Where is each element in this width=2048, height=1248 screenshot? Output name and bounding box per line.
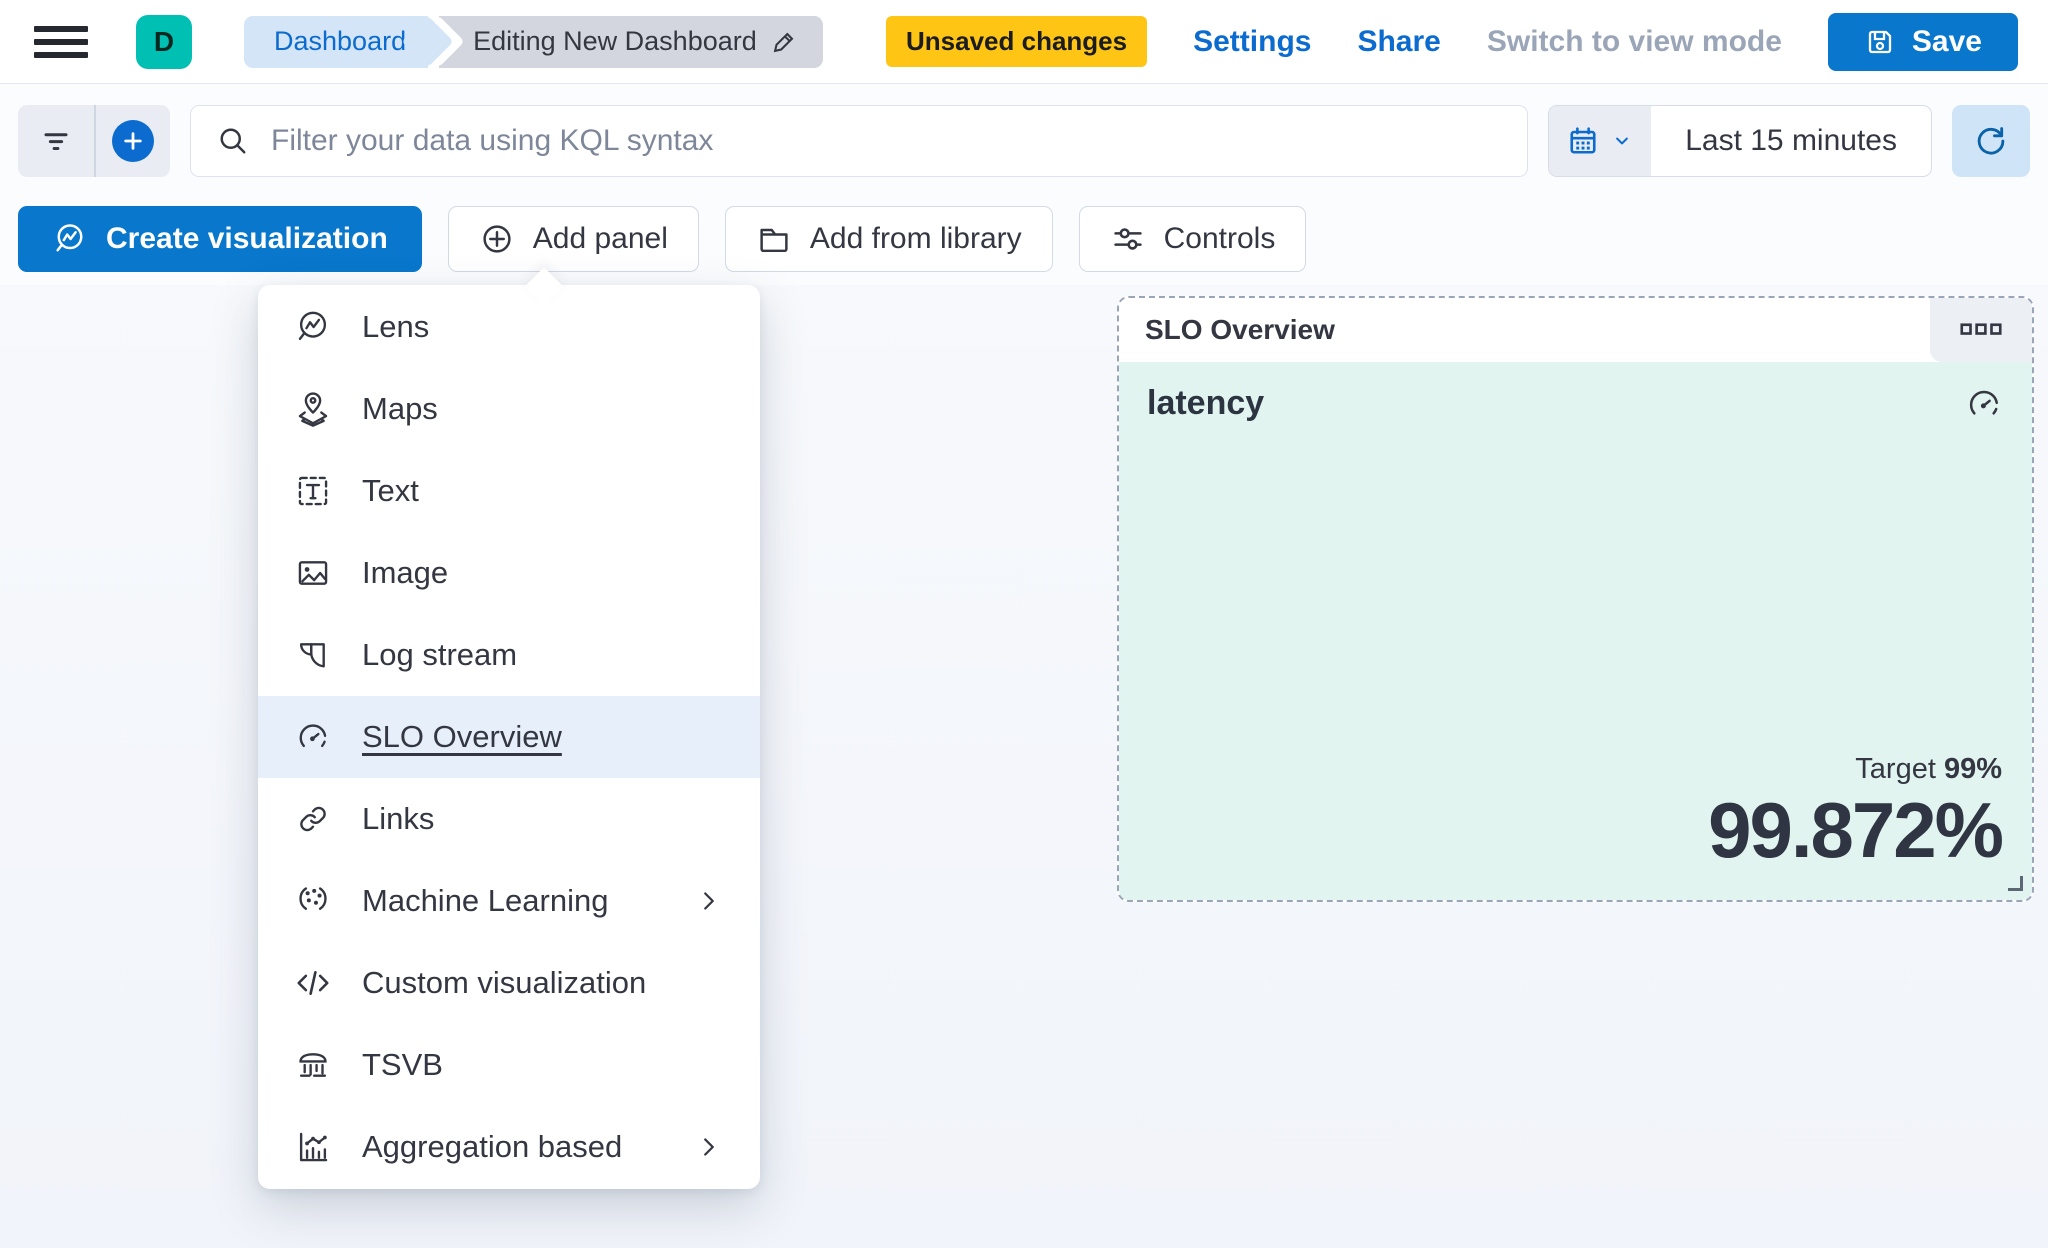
menu-item-custom-visualization[interactable]: Custom visualization — [258, 942, 760, 1024]
chevron-down-icon — [1609, 128, 1635, 154]
slo-name: latency — [1147, 384, 1265, 422]
create-visualization-button[interactable]: Create visualization — [18, 206, 422, 272]
chevron-right-icon — [694, 886, 724, 916]
slo-metric-card: latency Target 99% 99.872% — [1119, 362, 2032, 900]
menu-item-machine-learning[interactable]: Machine Learning — [258, 860, 760, 942]
filter-controls-group — [18, 105, 170, 177]
menu-item-links[interactable]: Links — [258, 778, 760, 860]
menu-item-label: Links — [362, 801, 435, 836]
menu-item-label: Lens — [362, 309, 430, 344]
log-stream-icon — [294, 636, 332, 674]
menu-item-image[interactable]: Image — [258, 532, 760, 614]
share-link[interactable]: Share — [1357, 24, 1441, 58]
menu-item-label: Custom visualization — [362, 965, 647, 1000]
add-panel-button[interactable]: Add panel — [447, 206, 699, 272]
boxes-horizontal-icon — [1960, 309, 2002, 351]
tsvb-icon — [294, 1046, 332, 1084]
lens-icon — [294, 308, 332, 346]
time-range-value[interactable]: Last 15 minutes — [1685, 124, 1897, 157]
aggregation-icon — [294, 1128, 332, 1166]
filter-bar: Last 15 minutes — [0, 84, 2048, 198]
controls-label: Controls — [1163, 222, 1276, 255]
calendar-icon — [1565, 123, 1601, 159]
slo-value: 99.872% — [1708, 785, 2004, 874]
add-panel-menu: Lens Maps Text — [258, 285, 760, 1189]
menu-item-label: SLO Overview — [362, 719, 562, 754]
slo-overview-panel[interactable]: SLO Overview latency — [1117, 296, 2034, 902]
create-visualization-label: Create visualization — [106, 222, 388, 255]
refresh-icon — [1972, 122, 2010, 160]
filter-button[interactable] — [18, 105, 94, 177]
settings-link[interactable]: Settings — [1193, 24, 1312, 58]
menu-item-label: Text — [362, 473, 419, 508]
breadcrumb-current[interactable]: Editing New Dashboard — [439, 15, 823, 68]
menu-item-text[interactable]: Text — [258, 450, 760, 532]
panel-header: SLO Overview — [1119, 298, 2032, 362]
lens-icon — [52, 221, 88, 257]
save-icon — [1864, 26, 1896, 58]
menu-item-log-stream[interactable]: Log stream — [258, 614, 760, 696]
header-actions: Unsaved changes Settings Share Switch to… — [886, 12, 2018, 71]
menu-item-slo-overview[interactable]: SLO Overview — [258, 696, 760, 778]
panel-resize-handle[interactable] — [2008, 876, 2023, 891]
menu-hamburger-icon[interactable] — [34, 22, 88, 62]
menu-item-label: Maps — [362, 391, 438, 426]
edit-toolbar: Create visualization Add panel Add from … — [0, 198, 2048, 285]
kql-search-box — [190, 105, 1529, 177]
image-icon — [294, 554, 332, 592]
menu-item-label: Aggregation based — [362, 1129, 623, 1164]
panel-title: SLO Overview — [1145, 314, 1335, 345]
filter-icon — [36, 121, 76, 161]
add-filter-button[interactable] — [94, 105, 170, 177]
target-value: 99% — [1943, 752, 2002, 785]
top-header: D Dashboard Editing New Dashboard Unsave… — [0, 0, 2048, 84]
folder-icon — [756, 221, 792, 257]
avatar[interactable]: D — [136, 14, 192, 69]
menu-item-aggregation-based[interactable]: Aggregation based — [258, 1106, 760, 1188]
target-label: Target — [1855, 752, 1936, 785]
add-from-library-button[interactable]: Add from library — [724, 206, 1053, 272]
machine-learning-icon — [294, 882, 332, 920]
menu-item-label: TSVB — [362, 1047, 443, 1082]
switch-view-mode-link[interactable]: Switch to view mode — [1486, 24, 1782, 58]
menu-item-label: Log stream — [362, 637, 518, 672]
edit-pencil-icon — [769, 27, 799, 57]
time-range-picker: Last 15 minutes — [1548, 105, 1932, 177]
refresh-button[interactable] — [1952, 105, 2030, 177]
menu-item-maps[interactable]: Maps — [258, 368, 760, 450]
maps-icon — [294, 390, 332, 428]
chevron-right-icon — [694, 1132, 724, 1162]
controls-button[interactable]: Controls — [1078, 206, 1307, 272]
add-panel-label: Add panel — [532, 222, 668, 255]
search-icon — [215, 123, 251, 159]
plus-in-circle-icon — [479, 221, 515, 257]
links-icon — [294, 800, 332, 838]
slo-values: Target 99% 99.872% — [1708, 752, 2004, 874]
menu-item-lens[interactable]: Lens — [258, 286, 760, 368]
unsaved-changes-badge: Unsaved changes — [886, 16, 1148, 67]
code-icon — [294, 964, 332, 1002]
save-button-label: Save — [1911, 24, 1982, 58]
menu-item-tsvb[interactable]: TSVB — [258, 1024, 760, 1106]
sliders-icon — [1110, 221, 1146, 257]
breadcrumb: Dashboard Editing New Dashboard — [244, 15, 823, 68]
kql-search-input[interactable] — [271, 124, 1504, 158]
menu-item-label: Image — [362, 555, 449, 590]
gauge-icon — [294, 718, 332, 756]
dashboard-canvas: Lens Maps Text — [0, 285, 2048, 1248]
plus-circle-icon — [112, 120, 154, 162]
breadcrumb-current-label: Editing New Dashboard — [473, 26, 757, 56]
add-from-library-label: Add from library — [809, 222, 1022, 255]
text-icon — [294, 472, 332, 510]
save-button[interactable]: Save — [1827, 12, 2018, 71]
calendar-dropdown-button[interactable] — [1549, 106, 1652, 176]
gauge-icon — [1964, 384, 2004, 424]
breadcrumb-dashboard[interactable]: Dashboard — [244, 15, 429, 68]
menu-item-label: Machine Learning — [362, 883, 609, 918]
panel-options-button[interactable] — [1930, 298, 2032, 362]
